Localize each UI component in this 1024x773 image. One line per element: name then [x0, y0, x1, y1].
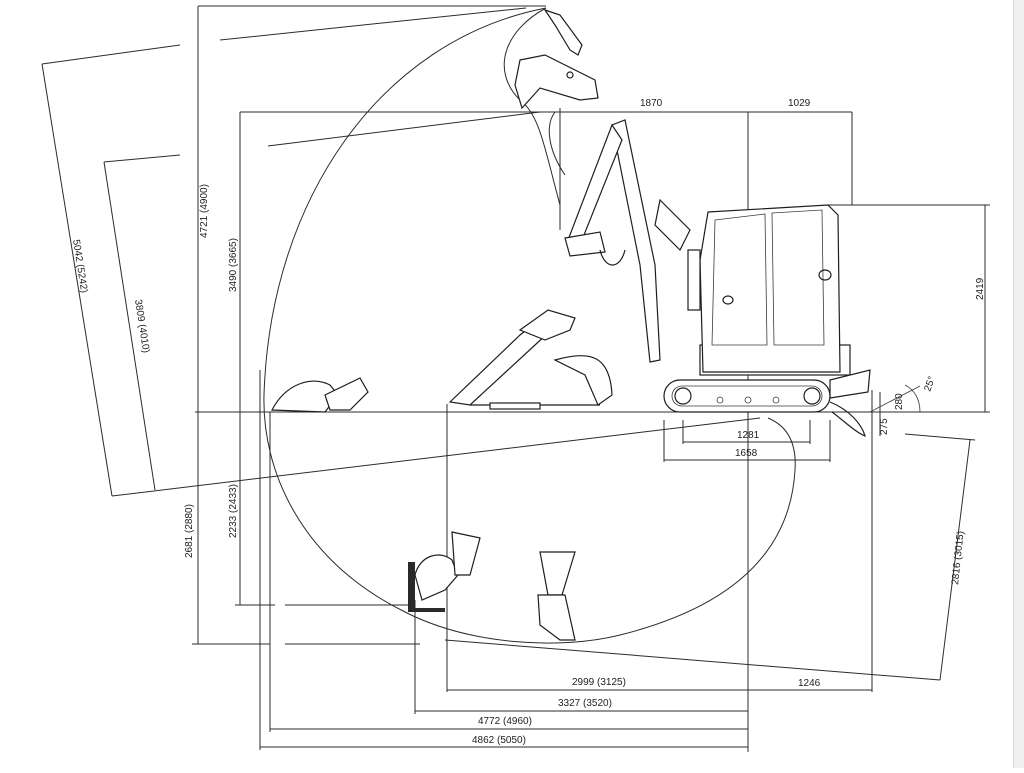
idler-wheel — [674, 387, 692, 405]
dim-label-3490: 3490 (3665) — [228, 238, 239, 292]
cab-handle — [722, 295, 734, 305]
ext-3809-top — [103, 154, 181, 163]
bucket-upright — [564, 231, 606, 257]
dim-line-5042 — [41, 63, 113, 497]
angle-arc — [904, 384, 921, 413]
extended-bucket — [553, 354, 613, 406]
bucket-bottom-pose — [537, 551, 576, 641]
dim-label-2999: 2999 (3125) — [572, 677, 626, 688]
bucket-deep-pose — [408, 531, 481, 612]
slant-base-line — [111, 417, 761, 497]
dim-label-4862: 4862 (5050) — [472, 735, 526, 746]
ext-3809-top-b — [267, 111, 541, 147]
dim-label-1246: 1246 — [798, 678, 821, 689]
arm-upright — [567, 123, 623, 246]
ext-2816-top — [904, 433, 976, 441]
vertical-scrollbar[interactable] — [1013, 0, 1024, 768]
dim-label-2681: 2681 (2880) — [184, 504, 195, 558]
dim-label-4772: 4772 (4960) — [478, 716, 532, 727]
dim-label-5042: 5042 (5242) — [70, 239, 89, 294]
bucket-top-pose — [514, 8, 599, 110]
dozer-blade — [829, 369, 871, 399]
track-inner — [671, 385, 823, 407]
dim-label-2233: 2233 (2433) — [228, 484, 239, 538]
dim-label-3327: 3327 (3520) — [558, 698, 612, 709]
upper-reach-curve — [503, 7, 561, 206]
boom-cylinder — [654, 198, 691, 252]
swing-post — [687, 249, 701, 311]
crawler-track — [663, 379, 831, 413]
blade-lowered — [829, 401, 866, 438]
dim-line-3809 — [103, 161, 156, 491]
dim-label-2816: 2816 (3015) — [950, 531, 967, 586]
dim-label-3809: 3809 (4010) — [132, 299, 151, 354]
dim-label-1281: 1281 — [737, 430, 760, 441]
excavator-machine — [564, 119, 871, 438]
mirror — [818, 269, 832, 281]
trench-wall-hatch — [408, 562, 445, 612]
ext-5042-top — [41, 44, 181, 65]
cab-window-front — [711, 213, 768, 346]
cab-window-side — [771, 209, 825, 346]
ext-2816-bottom — [444, 639, 941, 681]
dim-label-2419: 2419 — [975, 277, 986, 300]
dim-label-angle: 25° — [922, 375, 938, 393]
inner-bucket-curve — [548, 111, 566, 176]
dim-label-1658: 1658 — [735, 448, 758, 459]
dim-label-1029: 1029 — [788, 98, 811, 109]
ext-5042-top-b — [219, 7, 527, 41]
dim-label-275: 275 — [879, 418, 890, 435]
sprocket-wheel — [803, 387, 821, 405]
dim-label-280: 280 — [894, 393, 905, 410]
boom-upright — [611, 119, 661, 363]
dim-label-1870: 1870 — [640, 98, 663, 109]
arm-extended-pose — [448, 309, 613, 410]
cab — [699, 204, 841, 373]
working-envelope-curve — [263, 7, 796, 644]
bucket-left-pose — [271, 377, 369, 413]
dim-label-4721: 4721 (4900) — [199, 184, 210, 238]
dim-line-2816 — [939, 439, 971, 681]
